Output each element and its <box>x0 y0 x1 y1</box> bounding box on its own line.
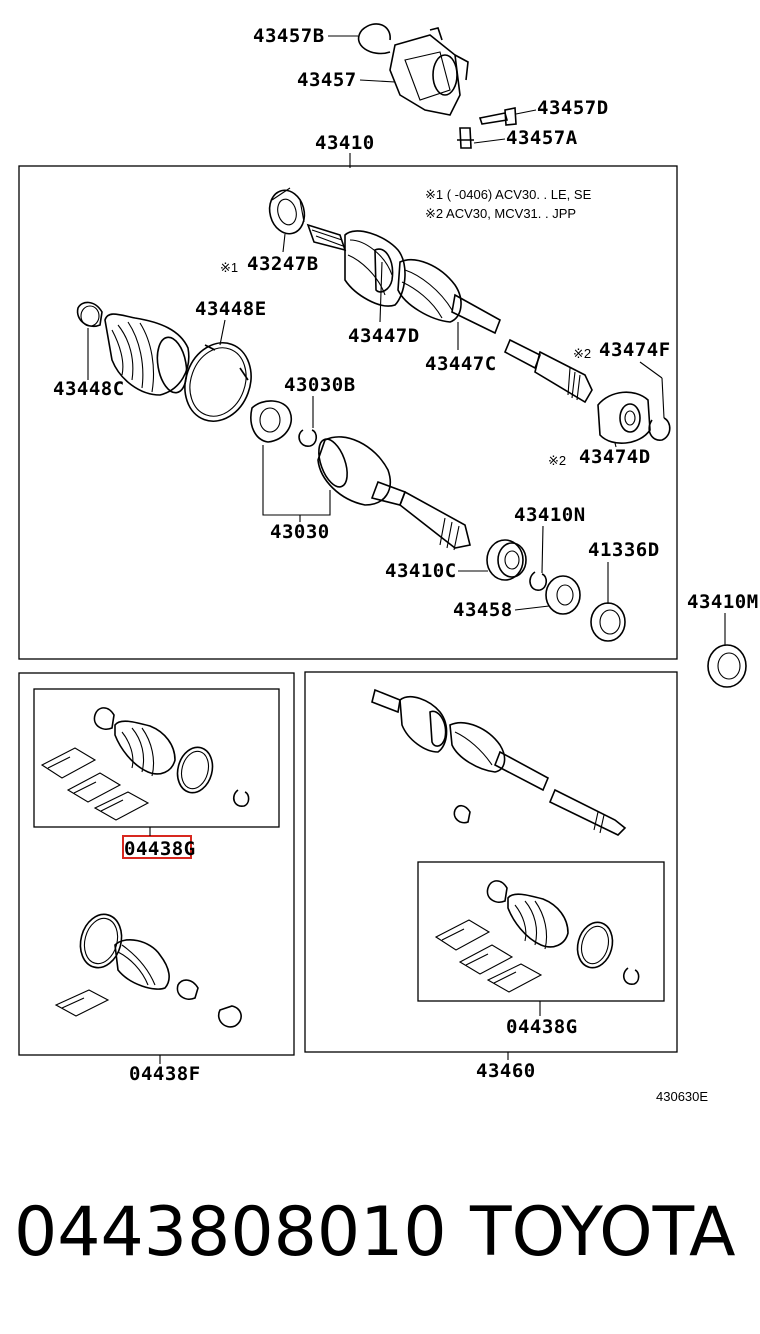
boot-kit-frame-left <box>18 672 295 1056</box>
shaft-assembly-43460-frame <box>304 671 678 1053</box>
boot-kit-04438F-parts <box>54 913 242 1028</box>
callout-04438G-left: 04438G <box>124 838 196 860</box>
callout-43410: 43410 <box>315 132 375 154</box>
seal-43410M <box>707 644 747 688</box>
snap-ring-43030B <box>298 429 318 447</box>
callout-43457: 43457 <box>297 69 357 91</box>
part-number-caption: 0443808010 <box>14 1193 447 1272</box>
outboard-joint-shaft <box>306 223 593 404</box>
leader-line <box>661 377 665 419</box>
callout-43457D: 43457D <box>537 97 609 119</box>
leader-line <box>614 442 617 448</box>
callout-43030: 43030 <box>270 521 330 543</box>
damper-43474D <box>597 391 651 444</box>
boot-kit-04438G-box <box>33 688 280 828</box>
inboard-joint-43030 <box>317 436 471 551</box>
callout-43447D: 43447D <box>348 325 420 347</box>
shaft-assembly-43460-parts <box>371 688 627 836</box>
clamp-43474F <box>648 417 671 441</box>
callout-43457B: 43457B <box>253 25 325 47</box>
boot-kit-04438G-right-parts <box>434 880 640 993</box>
marker-2: ※2 <box>573 346 591 361</box>
callout-43457A: 43457A <box>506 127 578 149</box>
callout-43410C: 43410C <box>385 560 457 582</box>
marker-2: ※2 <box>548 453 566 468</box>
callout-43410M: 43410M <box>687 591 759 613</box>
leader-line <box>219 319 226 346</box>
callout-43030B: 43030B <box>284 374 356 396</box>
callout-43460: 43460 <box>476 1060 536 1082</box>
callout-43247B: 43247B <box>247 253 319 275</box>
callout-43474D: 43474D <box>579 446 651 468</box>
marker-1: ※1 <box>220 260 238 275</box>
leader-line <box>359 79 396 83</box>
boot <box>104 313 190 396</box>
callout-43474F: 43474F <box>599 339 671 361</box>
boot-clamp-43448C <box>76 301 103 327</box>
callout-04438F: 04438F <box>129 1063 201 1085</box>
leader-line <box>262 445 331 516</box>
caption-bar: 0443808010 TOYOTA <box>0 1188 760 1278</box>
callout-43447C: 43447C <box>425 353 497 375</box>
leader-line <box>282 233 286 253</box>
leader-line <box>514 605 550 611</box>
note-2: ※2 ACV30, MCV31. . JPP <box>425 206 576 221</box>
callout-41336D: 41336D <box>588 539 660 561</box>
brand-caption: TOYOTA <box>470 1193 736 1272</box>
callout-04438G-right: 04438G <box>506 1016 578 1038</box>
bracket-assembly <box>357 23 517 149</box>
leader-line <box>515 109 537 115</box>
callout-43448C: 43448C <box>53 378 125 400</box>
clamp-43448E <box>184 342 252 422</box>
leader-line <box>541 525 544 574</box>
seal-41336D <box>590 602 626 642</box>
snap-ring-43410N <box>529 571 548 591</box>
callout-43410N: 43410N <box>514 504 586 526</box>
seal-43247B <box>268 187 306 235</box>
callout-43458: 43458 <box>453 599 513 621</box>
note-1: ※1 ( -0406) ACV30. . LE, SE <box>425 187 592 202</box>
boot-kit-04438G-box-right <box>417 861 665 1002</box>
boot-kit-04438G-parts <box>40 707 250 821</box>
highlight-box <box>122 835 192 859</box>
bearing-43458 <box>545 575 581 615</box>
leader-line <box>473 138 506 144</box>
diagram-reference-code: 430630E <box>656 1089 708 1104</box>
callout-43448E: 43448E <box>195 298 267 320</box>
leader-line <box>379 261 383 323</box>
joint-cage <box>250 400 292 443</box>
main-assembly-frame <box>18 165 678 660</box>
leader-line <box>639 361 663 379</box>
bearing-43410C <box>486 539 527 581</box>
